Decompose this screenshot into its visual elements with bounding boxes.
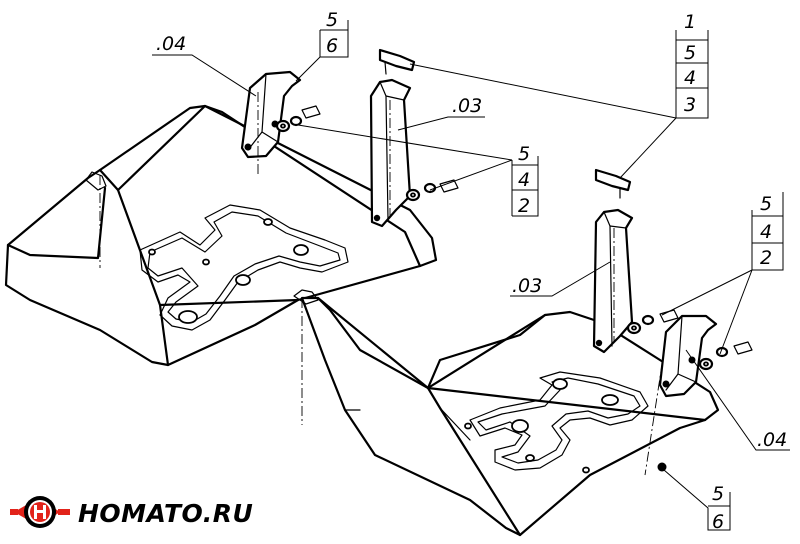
site-logo: HOMATO.RU bbox=[10, 496, 253, 528]
label-stack-bottom-2: 6 bbox=[712, 511, 724, 533]
label-stack-right-3: 2 bbox=[760, 247, 772, 269]
label-part-04-top: .04 bbox=[156, 33, 186, 55]
label-stack-top-left-2: 6 bbox=[326, 35, 338, 57]
label-stack-middle-2: 4 bbox=[518, 169, 530, 191]
label-stack-middle-3: 2 bbox=[518, 195, 530, 217]
fasteners-left bbox=[275, 105, 459, 202]
logo-emblem-icon bbox=[10, 496, 70, 528]
label-stack-top-right-3: 4 bbox=[684, 67, 696, 89]
label-stack-right-1: 5 bbox=[760, 193, 772, 215]
label-stack-top-right-2: 5 bbox=[684, 42, 696, 64]
label-part-03-top: .03 bbox=[452, 95, 482, 117]
label-frames bbox=[319, 29, 783, 507]
label-stack-top-right-1: 1 bbox=[684, 11, 696, 33]
bracket-03-left bbox=[369, 78, 412, 228]
label-stack-top-right-4: 3 bbox=[684, 94, 696, 116]
clip-part-1-right bbox=[594, 168, 632, 199]
bracket-03-right bbox=[592, 208, 634, 354]
bracket-04-left bbox=[240, 70, 302, 175]
label-stack-right-2: 4 bbox=[760, 221, 772, 243]
label-stack-top-left-1: 5 bbox=[326, 9, 338, 31]
left-skid-plate bbox=[4, 104, 438, 367]
label-stack-middle-1: 5 bbox=[518, 143, 530, 165]
part-labels: .04 .03 .03 .04 5 6 1 5 4 3 5 4 2 5 4 2 … bbox=[156, 9, 787, 533]
bracket-04-right bbox=[658, 314, 718, 398]
label-part-03-bottom: .03 bbox=[512, 275, 542, 297]
leader-lines bbox=[152, 20, 790, 531]
label-stack-bottom-1: 5 bbox=[712, 483, 724, 505]
right-skid-plate bbox=[293, 289, 720, 537]
clip-part-1-top bbox=[378, 48, 416, 75]
logo-text: HOMATO.RU bbox=[78, 499, 253, 528]
label-part-04-bottom: .04 bbox=[757, 429, 787, 451]
